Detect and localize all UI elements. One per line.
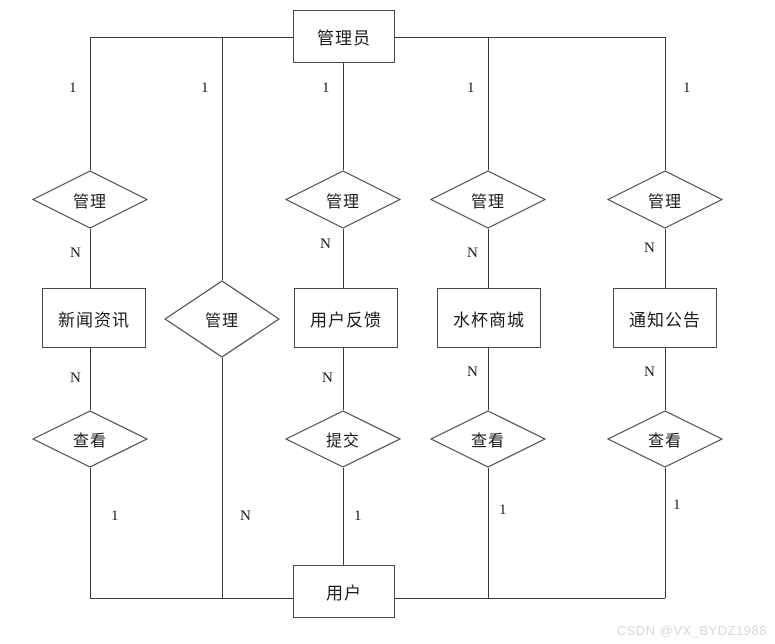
cardinality-admin-notice: 1 (683, 80, 691, 96)
connector-c3-low (343, 348, 344, 410)
connector-c3-bottom (343, 468, 344, 565)
relationship-label: 提交 (325, 433, 360, 450)
cardinality-submit-feedback-user: 1 (354, 508, 362, 524)
connector-c5-mid (665, 229, 666, 288)
connector-c3-top (343, 63, 344, 170)
cardinality-admin-feedback: 1 (322, 80, 330, 96)
connector-c4-top (488, 37, 489, 170)
connector-c4-mid (488, 229, 489, 288)
cardinality-view-notice-user: 1 (673, 497, 681, 513)
entity-shop[interactable]: 水杯商城 (437, 288, 541, 348)
entity-notice[interactable]: 通知公告 (613, 288, 717, 348)
cardinality-view-shop-user: 1 (499, 502, 507, 518)
connector-bottom-bus-right (395, 598, 665, 599)
connector-c4-bottom (488, 468, 489, 598)
relationship-label: 管理 (204, 313, 239, 330)
cardinality-admin-news: 1 (69, 80, 77, 96)
relationship-manage-feedback[interactable]: 管理 (285, 170, 401, 229)
entity-feedback[interactable]: 用户反馈 (294, 288, 398, 348)
diamond-shape-icon (430, 170, 546, 229)
watermark-text: CSDN @VX_BYDZ1988 (616, 623, 767, 638)
relationship-label: 管理 (72, 193, 107, 211)
connector-c5-bottom (665, 468, 666, 598)
relationship-label: 管理 (647, 193, 682, 211)
connector-c4-low (488, 348, 489, 410)
relationship-view-shop[interactable]: 查看 (430, 410, 546, 468)
diamond-shape-icon (285, 170, 401, 229)
diamond-shape-icon (285, 410, 401, 468)
relationship-label: 管理 (470, 193, 505, 211)
relationship-manage-user[interactable]: 管理 (164, 280, 280, 358)
cardinality-admin-shop: 1 (467, 80, 475, 96)
relationship-label: 查看 (72, 433, 107, 450)
relationship-manage-news[interactable]: 管理 (32, 170, 148, 229)
connector-bottom-bus-left (90, 598, 293, 599)
relationship-view-news[interactable]: 查看 (32, 410, 148, 468)
connector-c5-top (665, 37, 666, 170)
relationship-label: 查看 (647, 433, 682, 450)
cardinality-news-from-manage: N (70, 245, 81, 261)
connector-c1-top (90, 37, 91, 170)
entity-news[interactable]: 新闻资讯 (42, 288, 146, 348)
cardinality-news-to-view: N (70, 370, 81, 386)
relationship-view-notice[interactable]: 查看 (607, 410, 723, 468)
connector-c5-low (665, 348, 666, 410)
cardinality-notice-to-view: N (644, 364, 655, 380)
connector-top-bus-right (395, 37, 665, 38)
diamond-shape-icon (32, 410, 148, 468)
relationship-manage-shop[interactable]: 管理 (430, 170, 546, 229)
diamond-shape-icon (164, 280, 280, 358)
relationship-label: 管理 (325, 193, 360, 211)
cardinality-feedback-from-manage: N (320, 236, 331, 252)
entity-admin[interactable]: 管理员 (293, 10, 395, 63)
cardinality-feedback-to-submit: N (322, 370, 333, 386)
connector-c3-mid (343, 229, 344, 288)
cardinality-manage-user-user: N (240, 508, 251, 524)
cardinality-notice-from-manage: N (644, 240, 655, 256)
connector-c1-mid (90, 229, 91, 288)
cardinality-view-news-user: 1 (111, 508, 119, 524)
connector-top-bus-left (90, 37, 293, 38)
entity-user[interactable]: 用户 (293, 565, 395, 618)
relationship-label: 查看 (470, 433, 505, 450)
relationship-submit-feedback[interactable]: 提交 (285, 410, 401, 468)
connector-c2-bottom (222, 358, 223, 598)
diamond-shape-icon (607, 170, 723, 229)
diamond-shape-icon (32, 170, 148, 229)
connector-c1-bottom (90, 468, 91, 598)
cardinality-shop-to-view: N (467, 364, 478, 380)
cardinality-admin-user: 1 (201, 80, 209, 96)
diamond-shape-icon (607, 410, 723, 468)
connector-c1-low (90, 348, 91, 410)
cardinality-shop-from-manage: N (467, 245, 478, 261)
connector-c2-top (222, 37, 223, 280)
relationship-manage-notice[interactable]: 管理 (607, 170, 723, 229)
diamond-shape-icon (430, 410, 546, 468)
